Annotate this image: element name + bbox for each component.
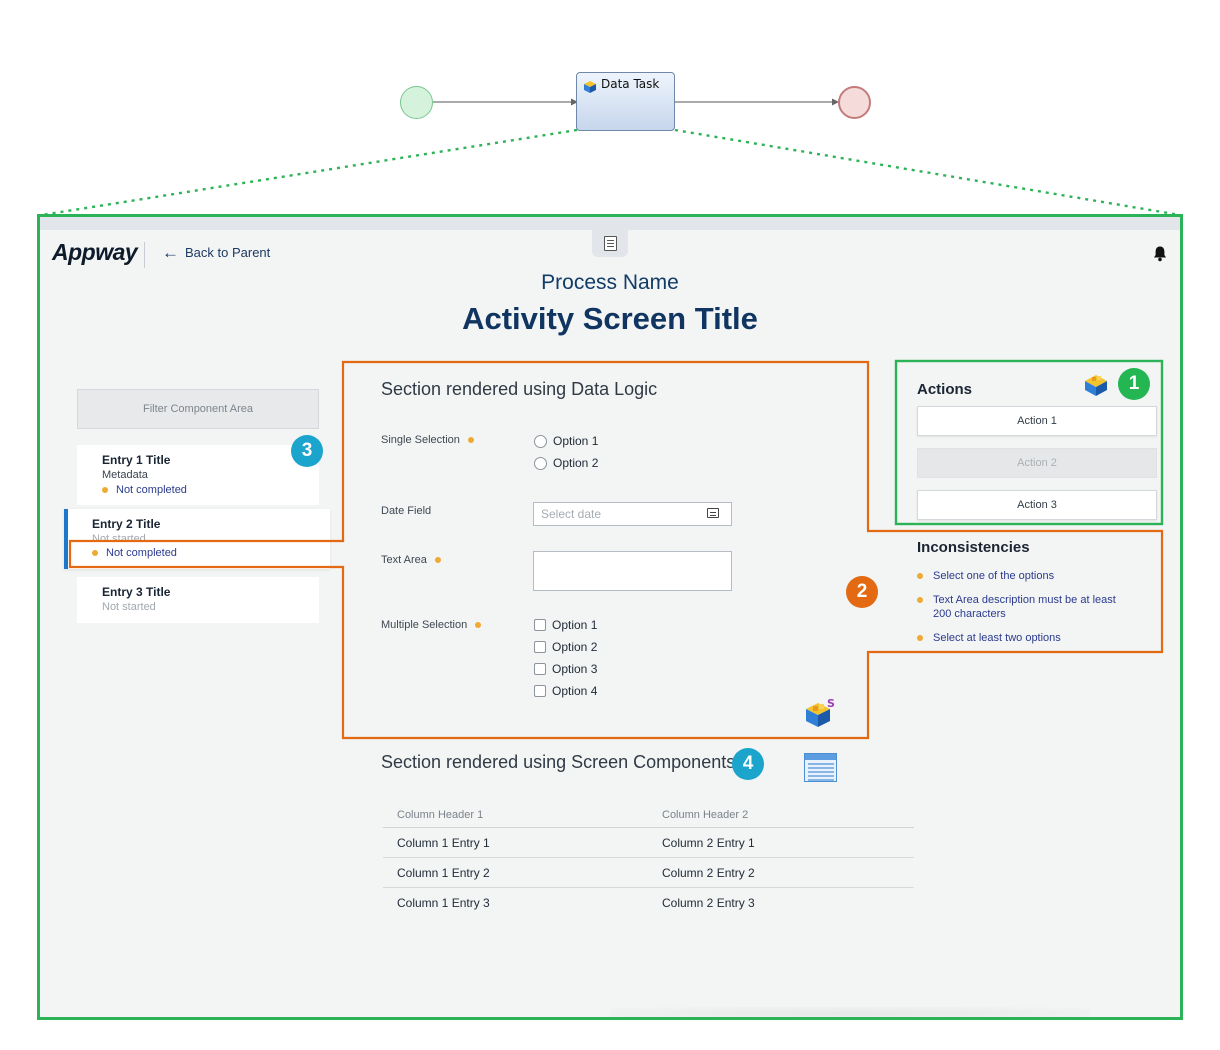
status-text: Not completed <box>106 547 177 559</box>
filter-component-area[interactable]: Filter Component Area <box>77 389 319 429</box>
warning-dot <box>917 635 923 641</box>
entry-title: Entry 3 Title <box>102 585 171 599</box>
entry-title: Entry 1 Title <box>102 453 171 467</box>
inconsistencies-title: Inconsistencies <box>917 539 1030 556</box>
actions-title: Actions <box>917 381 973 398</box>
column-header[interactable]: Column Header 1 <box>383 801 648 828</box>
action-1-button[interactable]: Action 1 <box>917 406 1157 436</box>
table-header-row: Column Header 1 Column Header 2 <box>383 801 914 828</box>
required-dot <box>434 557 441 563</box>
checkbox-option-4[interactable]: Option 4 <box>534 684 597 698</box>
back-to-parent-link[interactable]: ← Back to Parent <box>162 243 271 262</box>
checkbox-option-3[interactable]: Option 3 <box>534 662 597 676</box>
entry-metadata: Metadata <box>102 469 148 481</box>
checkbox[interactable] <box>534 641 546 653</box>
data-logic-section-title: Section rendered using Data Logic <box>381 379 658 399</box>
appway-logo: Appway <box>52 239 138 265</box>
sequence-flow-start-arrow <box>571 98 578 106</box>
process-diagram: Data Task <box>0 0 1220 220</box>
zoom-guide-left <box>41 128 578 217</box>
back-label: Back to Parent <box>185 245 271 260</box>
status-text: Not completed <box>116 484 187 496</box>
table-cell: Column 1 Entry 1 <box>383 827 648 858</box>
entry-status: Not completed <box>102 484 187 496</box>
end-event[interactable] <box>838 86 871 119</box>
page-title: Activity Screen Title <box>462 301 758 336</box>
radio-option-1[interactable]: Option 1 <box>534 434 598 448</box>
required-dot <box>467 437 474 443</box>
list-item-entry-1[interactable]: Entry 1 Title Metadata Not completed <box>77 445 319 505</box>
arrow-left-icon: ← <box>162 243 179 262</box>
zoom-guide-right <box>674 128 1181 217</box>
warning-dot <box>917 597 923 603</box>
data-logic-script-icon: S <box>806 697 835 727</box>
checkbox-option-1[interactable]: Option 1 <box>534 618 597 632</box>
entry-metadata: Not started <box>102 601 156 613</box>
table-cell: Column 2 Entry 3 <box>662 896 755 910</box>
table-row[interactable]: Column 1 Entry 2 Column 2 Entry 2 <box>383 857 914 888</box>
table-cell: Column 2 Entry 1 <box>648 827 914 858</box>
table-cell: Column 1 Entry 3 <box>397 896 490 910</box>
multiple-selection-label: Multiple Selection <box>381 619 482 631</box>
action-3-button[interactable]: Action 3 <box>917 490 1157 520</box>
calendar-icon[interactable] <box>707 508 719 518</box>
column-header[interactable]: Column Header 2 <box>648 801 914 828</box>
table-row[interactable]: Column 1 Entry 1 Column 2 Entry 1 <box>383 827 914 858</box>
entry-metadata: Not started <box>92 533 146 545</box>
inconsistency-item[interactable]: Select one of the options <box>917 569 1137 583</box>
svg-text:S: S <box>827 697 835 710</box>
document-tab[interactable] <box>592 217 628 257</box>
action-2-button[interactable]: Action 2 <box>917 448 1157 478</box>
radio-circle[interactable] <box>534 434 547 448</box>
table-component-icon <box>804 753 837 782</box>
list-item-entry-2[interactable]: Entry 2 Title Not started Not completed <box>64 509 330 569</box>
checkbox[interactable] <box>534 663 546 675</box>
required-dot <box>475 622 482 628</box>
text-area-label: Text Area <box>381 554 441 566</box>
radio-option-2[interactable]: Option 2 <box>534 456 598 470</box>
header-divider <box>144 242 145 268</box>
document-icon <box>604 236 617 251</box>
table-cell: Column 2 Entry 2 <box>648 857 914 888</box>
date-field-label: Date Field <box>381 505 432 517</box>
entry-title: Entry 2 Title <box>92 517 161 531</box>
warning-dot <box>917 573 923 579</box>
sequence-flow-end-arrow <box>832 98 839 106</box>
diagram-connectors <box>41 98 1181 217</box>
data-logic-icon <box>584 81 596 93</box>
date-field-input[interactable]: Select date <box>533 502 732 526</box>
table-cell: Column 1 Entry 2 <box>383 857 648 888</box>
checkbox[interactable] <box>534 619 546 631</box>
checkbox-option-2[interactable]: Option 2 <box>534 640 597 654</box>
start-event[interactable] <box>400 86 433 119</box>
entry-status: Not completed <box>92 547 177 559</box>
process-name: Process Name <box>541 271 679 294</box>
task-label: Data Task <box>601 77 660 91</box>
app-screen: Appway ← Back to Parent Process Name Act… <box>37 214 1183 1020</box>
bell-icon[interactable] <box>1152 245 1168 262</box>
single-selection-label: Single Selection <box>381 434 474 446</box>
inconsistency-item[interactable]: Select at least two options <box>917 631 1137 645</box>
checkbox[interactable] <box>534 685 546 697</box>
list-item-entry-3[interactable]: Entry 3 Title Not started <box>77 577 319 623</box>
status-dot <box>102 487 108 493</box>
radio-circle[interactable] <box>534 456 547 470</box>
data-table: Column Header 1 Column Header 2 Column 1… <box>383 801 914 917</box>
data-logic-icon <box>1085 375 1107 396</box>
table-row[interactable]: Column 1 Entry 3 Column 2 Entry 3 <box>383 888 914 918</box>
text-area-input[interactable] <box>533 551 732 591</box>
data-task-node[interactable]: Data Task <box>576 72 675 131</box>
inconsistency-item[interactable]: Text Area description must be at least 2… <box>917 593 1137 621</box>
footer-shadow <box>610 1007 1090 1017</box>
screen-components-section-title: Section rendered using Screen Components <box>381 752 736 772</box>
status-dot <box>92 550 98 556</box>
